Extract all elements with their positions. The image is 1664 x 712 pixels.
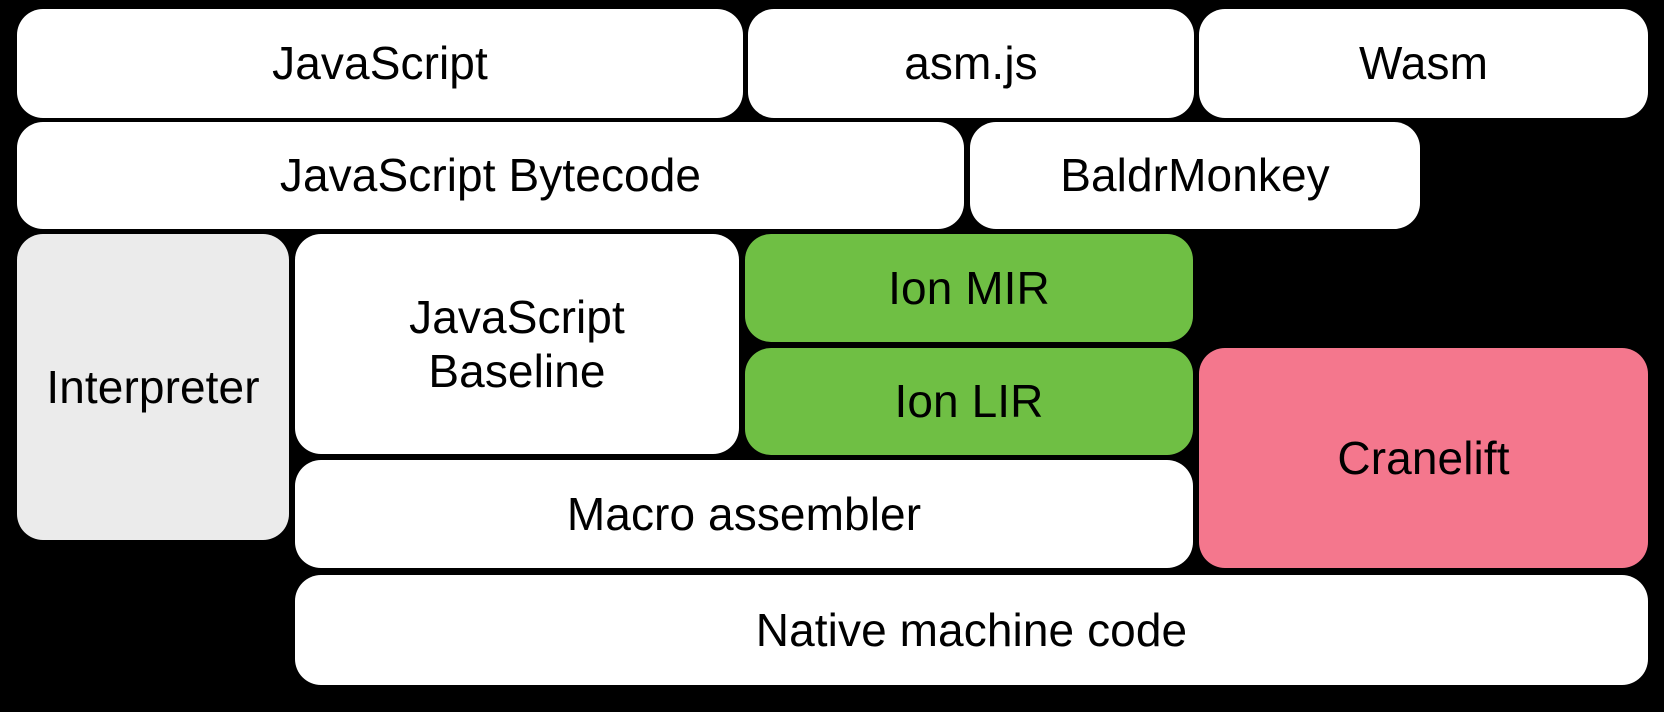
node-ion-mir: Ion MIR (745, 234, 1193, 342)
node-javascript: JavaScript (17, 9, 743, 118)
node-interpreter: Interpreter (17, 234, 289, 540)
node-native-machine-code: Native machine code (295, 575, 1648, 685)
node-cranelift: Cranelift (1199, 348, 1648, 568)
node-javascript-baseline: JavaScript Baseline (295, 234, 739, 454)
node-ion-lir: Ion LIR (745, 348, 1193, 455)
node-baldrmonkey: BaldrMonkey (970, 122, 1420, 229)
node-asm-js: asm.js (748, 9, 1194, 118)
node-wasm: Wasm (1199, 9, 1648, 118)
node-macro-assembler: Macro assembler (295, 460, 1193, 568)
node-javascript-bytecode: JavaScript Bytecode (17, 122, 964, 229)
